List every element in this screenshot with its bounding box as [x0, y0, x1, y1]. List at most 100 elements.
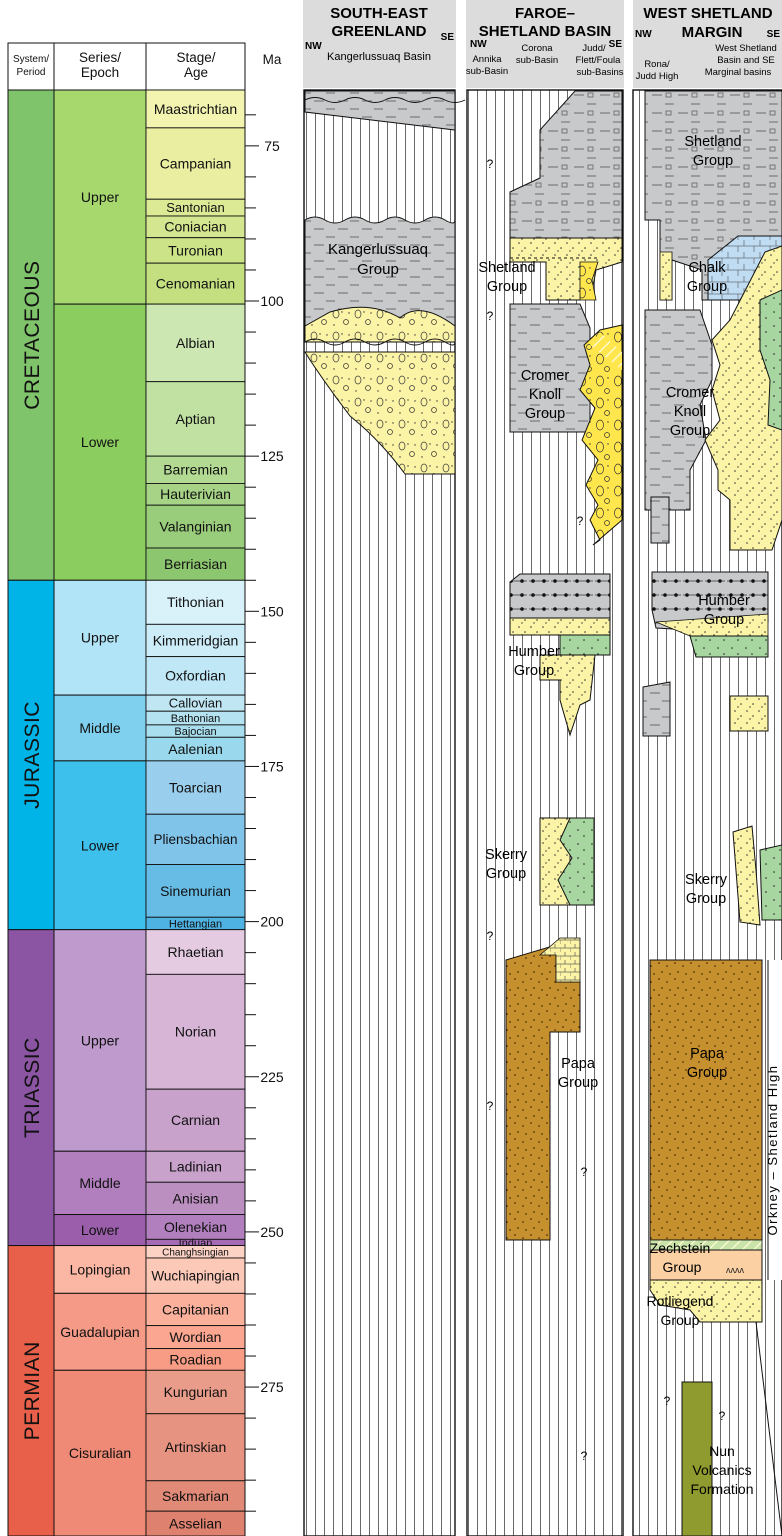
- fs-humber-sand: [510, 618, 610, 635]
- stage-label-aptian: Aptian: [176, 411, 216, 427]
- ws-humber-green: [690, 636, 768, 657]
- stage-label-santonian: Santonian: [166, 200, 225, 215]
- fs-nw: NW: [470, 39, 487, 50]
- fs-humber-green: [560, 635, 610, 655]
- ws-sub-right-3: Marginal basins: [705, 67, 772, 78]
- question-mark: ?: [487, 309, 494, 323]
- stage-label-bajocian: Bajocian: [174, 726, 216, 738]
- stage-age-header: Stage/: [176, 50, 215, 65]
- epoch-label: Lopingian: [70, 1261, 131, 1277]
- fs-cromer-label-2: Knoll: [529, 387, 561, 403]
- stage-label-pliensbachian: Pliensbachian: [153, 832, 237, 847]
- time-scale-table: System/PeriodSeries/EpochStage/AgeMaCRET…: [8, 43, 284, 1536]
- ws-skerry-green: [760, 845, 782, 920]
- stage-label-aalenian: Aalenian: [168, 741, 223, 757]
- question-mark: ?: [487, 929, 494, 943]
- stage-label-wordian: Wordian: [170, 1329, 222, 1345]
- fs-sub-left-2: sub-Basin: [466, 66, 508, 77]
- question-mark: ?: [577, 514, 584, 528]
- epoch-label: Cisuralian: [69, 1445, 131, 1461]
- column-faroe-shetland: Shetland Group Cromer Knoll Group Humber…: [467, 90, 623, 1536]
- ws-sub-right-1: West Shetland: [715, 43, 777, 54]
- period-label-cretaceous: CRETACEOUS: [21, 260, 44, 409]
- question-mark: ?: [664, 1394, 671, 1408]
- stage-label-ladinian: Ladinian: [169, 1159, 222, 1175]
- ma-label-150: 150: [260, 603, 284, 619]
- ws-rotliegend-label-2: Group: [661, 1312, 700, 1328]
- stage-label-carnian: Carnian: [171, 1112, 220, 1128]
- ws-sand-block: [730, 696, 768, 731]
- ws-shetland-label-2: Group: [693, 153, 733, 169]
- epoch-label: Lower: [81, 1222, 119, 1238]
- stage-label-maastrichtian: Maastrichtian: [154, 101, 237, 117]
- stage-label-albian: Albian: [176, 335, 215, 351]
- ws-cromer-label-3: Group: [670, 423, 710, 439]
- stage-label-sinemurian: Sinemurian: [160, 883, 231, 899]
- ma-label-225: 225: [260, 1069, 284, 1085]
- ws-sand-small: [660, 252, 672, 300]
- question-mark: ?: [581, 1165, 588, 1179]
- fs-humber-label-1: Humber: [508, 644, 560, 660]
- ws-sub-left-1: Rona/: [644, 59, 670, 70]
- fs-cromer-label-3: Group: [525, 406, 565, 422]
- sg-kangerlussuaq-label-2: Group: [357, 261, 399, 278]
- column-se-greenland: Kangerlussuaq Group: [304, 90, 465, 1536]
- sg-title-line1: SOUTH-EAST: [330, 5, 428, 22]
- fs-shetland-label-1: Shetland: [478, 260, 535, 276]
- epoch-label: Lower: [81, 837, 119, 853]
- epoch-label: Upper: [81, 1032, 119, 1048]
- system-period-header: Period: [17, 67, 46, 78]
- ws-nun-volcanics: [682, 1382, 712, 1536]
- ma-label-275: 275: [260, 1379, 284, 1395]
- fs-shetland-label-2: Group: [487, 279, 527, 295]
- ws-grey-small: [643, 682, 670, 736]
- stage-label-kungurian: Kungurian: [164, 1384, 228, 1400]
- fs-sub-right-3: sub-Basins: [577, 67, 624, 78]
- ma-label-100: 100: [260, 293, 284, 309]
- ws-zechstein-label-2: Group: [663, 1259, 702, 1275]
- stage-label-bathonian: Bathonian: [171, 713, 221, 725]
- system-period-header: System/: [13, 54, 49, 65]
- sg-nw: NW: [305, 41, 322, 52]
- ma-header: Ma: [263, 52, 282, 67]
- stage-label-wuchiapingian: Wuchiapingian: [151, 1268, 239, 1283]
- sg-subtitle: Kangerlussuaq Basin: [327, 51, 431, 63]
- ws-rotliegend-label-1: Rotliegend: [647, 1293, 714, 1309]
- stage-label-hettangian: Hettangian: [169, 918, 222, 930]
- sg-se: SE: [441, 32, 455, 43]
- stage-label-turonian: Turonian: [168, 242, 223, 258]
- fs-se: SE: [609, 39, 623, 50]
- stage-label-berriasian: Berriasian: [164, 556, 227, 572]
- ws-grey-block: [651, 497, 669, 543]
- ws-papa-label-2: Group: [687, 1065, 727, 1081]
- column-west-shetland: Shetland Group Chalk Group Cromer Knoll …: [633, 90, 782, 1536]
- stage-label-valanginian: Valanginian: [159, 518, 231, 534]
- ws-title: WEST SHETLAND: [643, 5, 772, 22]
- ws-sub-right-2: Basin and SE: [717, 55, 775, 66]
- sg-title-line2: GREENLAND: [331, 23, 426, 40]
- ws-chalk-label-2: Group: [687, 279, 727, 295]
- fs-sub-mid-2: sub-Basin: [516, 55, 558, 66]
- period-label-permian: PERMIAN: [21, 1341, 44, 1440]
- fs-sub-right-2: Flett/Foula: [576, 55, 622, 66]
- period-label-jurassic: JURASSIC: [21, 701, 44, 809]
- ws-nun-label-1: Nun: [709, 1443, 735, 1459]
- ws-cromer-label-1: Cromer: [666, 385, 715, 401]
- epoch-label: Middle: [79, 1175, 120, 1191]
- fs-sub-mid-1: Corona: [521, 43, 553, 54]
- ma-label-125: 125: [260, 448, 284, 464]
- stage-label-toarcian: Toarcian: [169, 779, 222, 795]
- stage-label-olenekian: Olenekian: [164, 1219, 227, 1235]
- ws-humber-label-2: Group: [704, 612, 744, 628]
- fs-papa-label-2: Group: [558, 1075, 598, 1091]
- fs-sub-right-1: Judd/: [582, 43, 606, 54]
- fs-skerry-label-1: Skerry: [485, 847, 528, 863]
- ws-zechstein-label-1: Zechstein: [650, 1240, 711, 1256]
- question-mark: ?: [581, 1449, 588, 1463]
- stage-label-kimmeridgian: Kimmeridgian: [153, 632, 239, 648]
- fs-title-line2: SHETLAND BASIN: [479, 23, 612, 40]
- ws-evaporite-symbols: ʌʌʌʌ: [726, 1265, 745, 1275]
- epoch-label: Lower: [81, 434, 119, 450]
- ws-skerry-label-2: Group: [686, 891, 726, 907]
